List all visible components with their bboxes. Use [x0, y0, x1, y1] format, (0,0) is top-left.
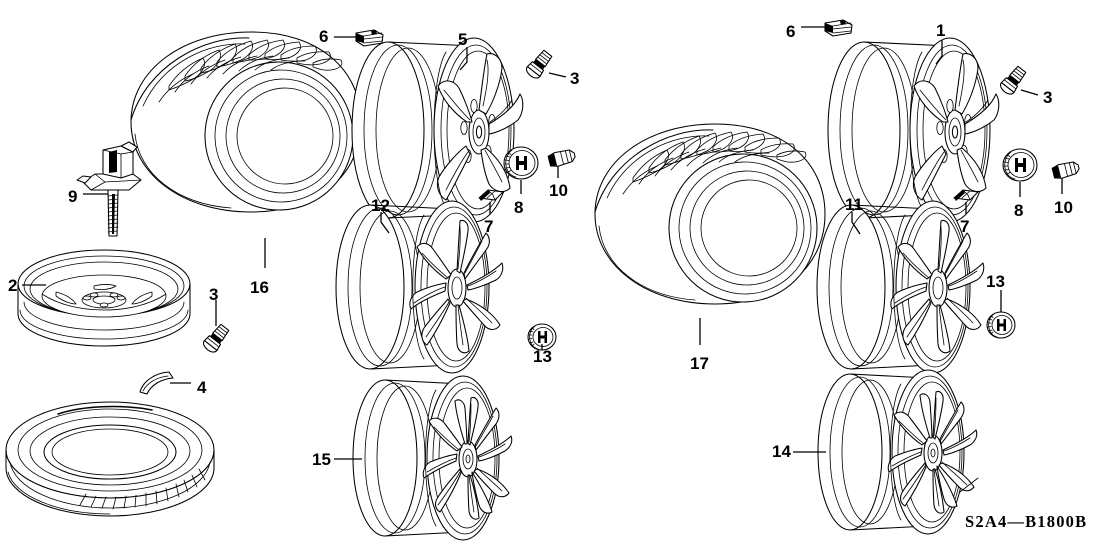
- callout-2: 2: [8, 276, 18, 295]
- callout-16: 16: [250, 278, 269, 297]
- leader-5: [459, 47, 468, 71]
- part-rear-tire: [594, 123, 842, 327]
- callout-4: 4: [197, 378, 207, 397]
- part-lug-nut-left: [547, 147, 577, 169]
- leader-11: [851, 212, 861, 235]
- callout-13-left: 13: [533, 347, 552, 366]
- callout-6-left: 6: [319, 27, 329, 46]
- corner-tick: [959, 477, 979, 493]
- callout-3-top-left: 3: [570, 69, 580, 88]
- callout-10-right: 10: [1054, 198, 1073, 217]
- part-spare-tire: [5, 401, 215, 517]
- callout-12: 12: [371, 196, 390, 215]
- callout-8-left: 8: [514, 198, 524, 217]
- callout-3-bottom-left: 3: [209, 285, 219, 304]
- callout-3-right: 3: [1043, 88, 1053, 107]
- part-front-tire: [130, 31, 378, 235]
- leader-12: [380, 212, 390, 234]
- callout-7-right: 7: [960, 217, 970, 236]
- callout-8-right: 8: [1014, 201, 1024, 220]
- part-alloy-wheel-7-spoke-front: [335, 200, 504, 374]
- callout-10-left: 10: [549, 181, 568, 200]
- part-lug-nut-right: [1051, 159, 1081, 181]
- part-spare-wheel-disk: [17, 249, 191, 347]
- part-valve-stem-bottom-left: [200, 321, 232, 356]
- leader-1: [935, 40, 943, 65]
- part-balance-weight-clip-left: [355, 29, 384, 47]
- part-valve-stem-top-left: [523, 47, 555, 82]
- part-wheel-weight-clip: [139, 371, 174, 395]
- callout-5: 5: [458, 30, 468, 49]
- part-valve-stem-right: [997, 63, 1029, 98]
- part-balance-weight-clip-right: [824, 19, 853, 37]
- callout-11: 11: [845, 195, 863, 214]
- part-alloy-wheel-7-spoke-rear: [816, 200, 985, 374]
- part-center-cap-left: [503, 146, 539, 180]
- callout-15: 15: [312, 450, 331, 469]
- part-spare-tire-holder-bolt: [76, 141, 142, 237]
- callout-13-right: 13: [986, 272, 1005, 291]
- callout-6-right: 6: [786, 22, 796, 41]
- part-center-cap-right: [1002, 148, 1038, 182]
- callout-1: 1: [936, 21, 946, 40]
- part-alloy-wheel-10-spoke-rear: [817, 369, 978, 535]
- part-center-cap-small-right: [986, 311, 1016, 339]
- callout-7-left: 7: [484, 217, 494, 236]
- diagram-code: S2A4—B1800B: [965, 512, 1088, 531]
- leader-3-right: [1020, 89, 1039, 96]
- part-alloy-wheel-10-spoke-front: [352, 375, 513, 541]
- callout-9: 9: [68, 187, 78, 206]
- leader-3-top-left: [548, 72, 567, 78]
- callout-14: 14: [772, 442, 791, 461]
- callout-17: 17: [690, 354, 709, 373]
